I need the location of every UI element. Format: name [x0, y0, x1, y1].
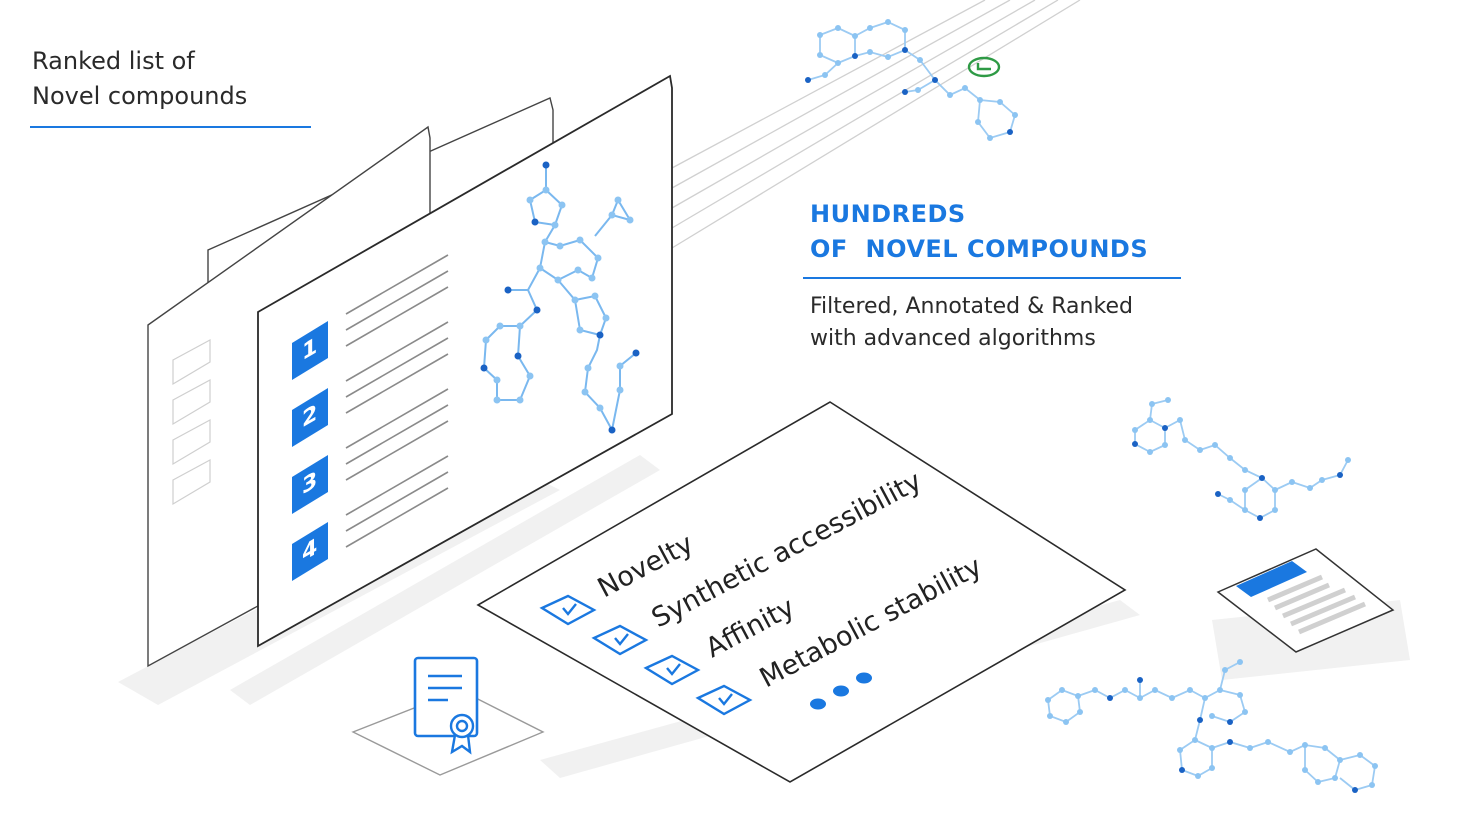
rank-number-4: 4	[302, 532, 317, 567]
return-icon	[967, 56, 1001, 78]
headline: HUNDREDS OF NOVEL COMPOUNDS	[810, 197, 1148, 267]
headline-line2: OF NOVEL COMPOUNDS	[810, 235, 1149, 263]
rank-badges: 1 2 3 4	[292, 321, 328, 581]
rank-number-2: 2	[302, 398, 317, 433]
ribbon-icon	[449, 713, 475, 755]
check-icon-metabolic-stability	[695, 684, 753, 716]
rank-number-1: 1	[302, 331, 317, 366]
document-icon	[1216, 548, 1395, 653]
top-molecule-icon	[805, 19, 1018, 141]
rank-badge-2	[292, 388, 328, 447]
criteria-checkboxes	[539, 594, 753, 716]
right-molecule-icon	[1132, 397, 1351, 521]
ranked-list-panel: 1 2 3 4	[257, 74, 673, 648]
title-underline	[30, 126, 311, 128]
headline-underline	[803, 277, 1181, 279]
subheadline: Filtered, Annotated & Ranked with advanc…	[810, 291, 1133, 355]
criteria-panel: Novelty Synthetic accessibility Affinity…	[476, 401, 1127, 783]
more-criteria-dots	[810, 672, 872, 710]
check-icon-novelty	[539, 594, 597, 626]
ranked-list-title-line1: Ranked list of	[32, 47, 195, 75]
certificate-group	[351, 656, 545, 776]
bottom-molecule-icon	[1045, 659, 1378, 793]
check-icon-affinity	[643, 654, 701, 686]
ranked-list-title: Ranked list of Novel compounds	[32, 44, 247, 114]
rank-badge-4	[292, 522, 328, 581]
subheadline-line1: Filtered, Annotated & Ranked	[810, 294, 1133, 319]
rank-number-3: 3	[302, 465, 317, 500]
ranked-list-title-line2: Novel compounds	[32, 82, 248, 110]
placeholder-rows	[172, 338, 211, 506]
text-lines	[345, 254, 449, 548]
check-icon-synthetic-accessibility	[591, 624, 649, 656]
rank-badge-1	[292, 321, 328, 380]
headline-line1: HUNDREDS	[810, 200, 966, 228]
data-stream-lines	[671, 0, 1081, 249]
rank-badge-3	[292, 455, 328, 514]
panel-molecule-atoms	[480, 161, 640, 434]
subheadline-line2: with advanced algorithms	[810, 326, 1096, 351]
